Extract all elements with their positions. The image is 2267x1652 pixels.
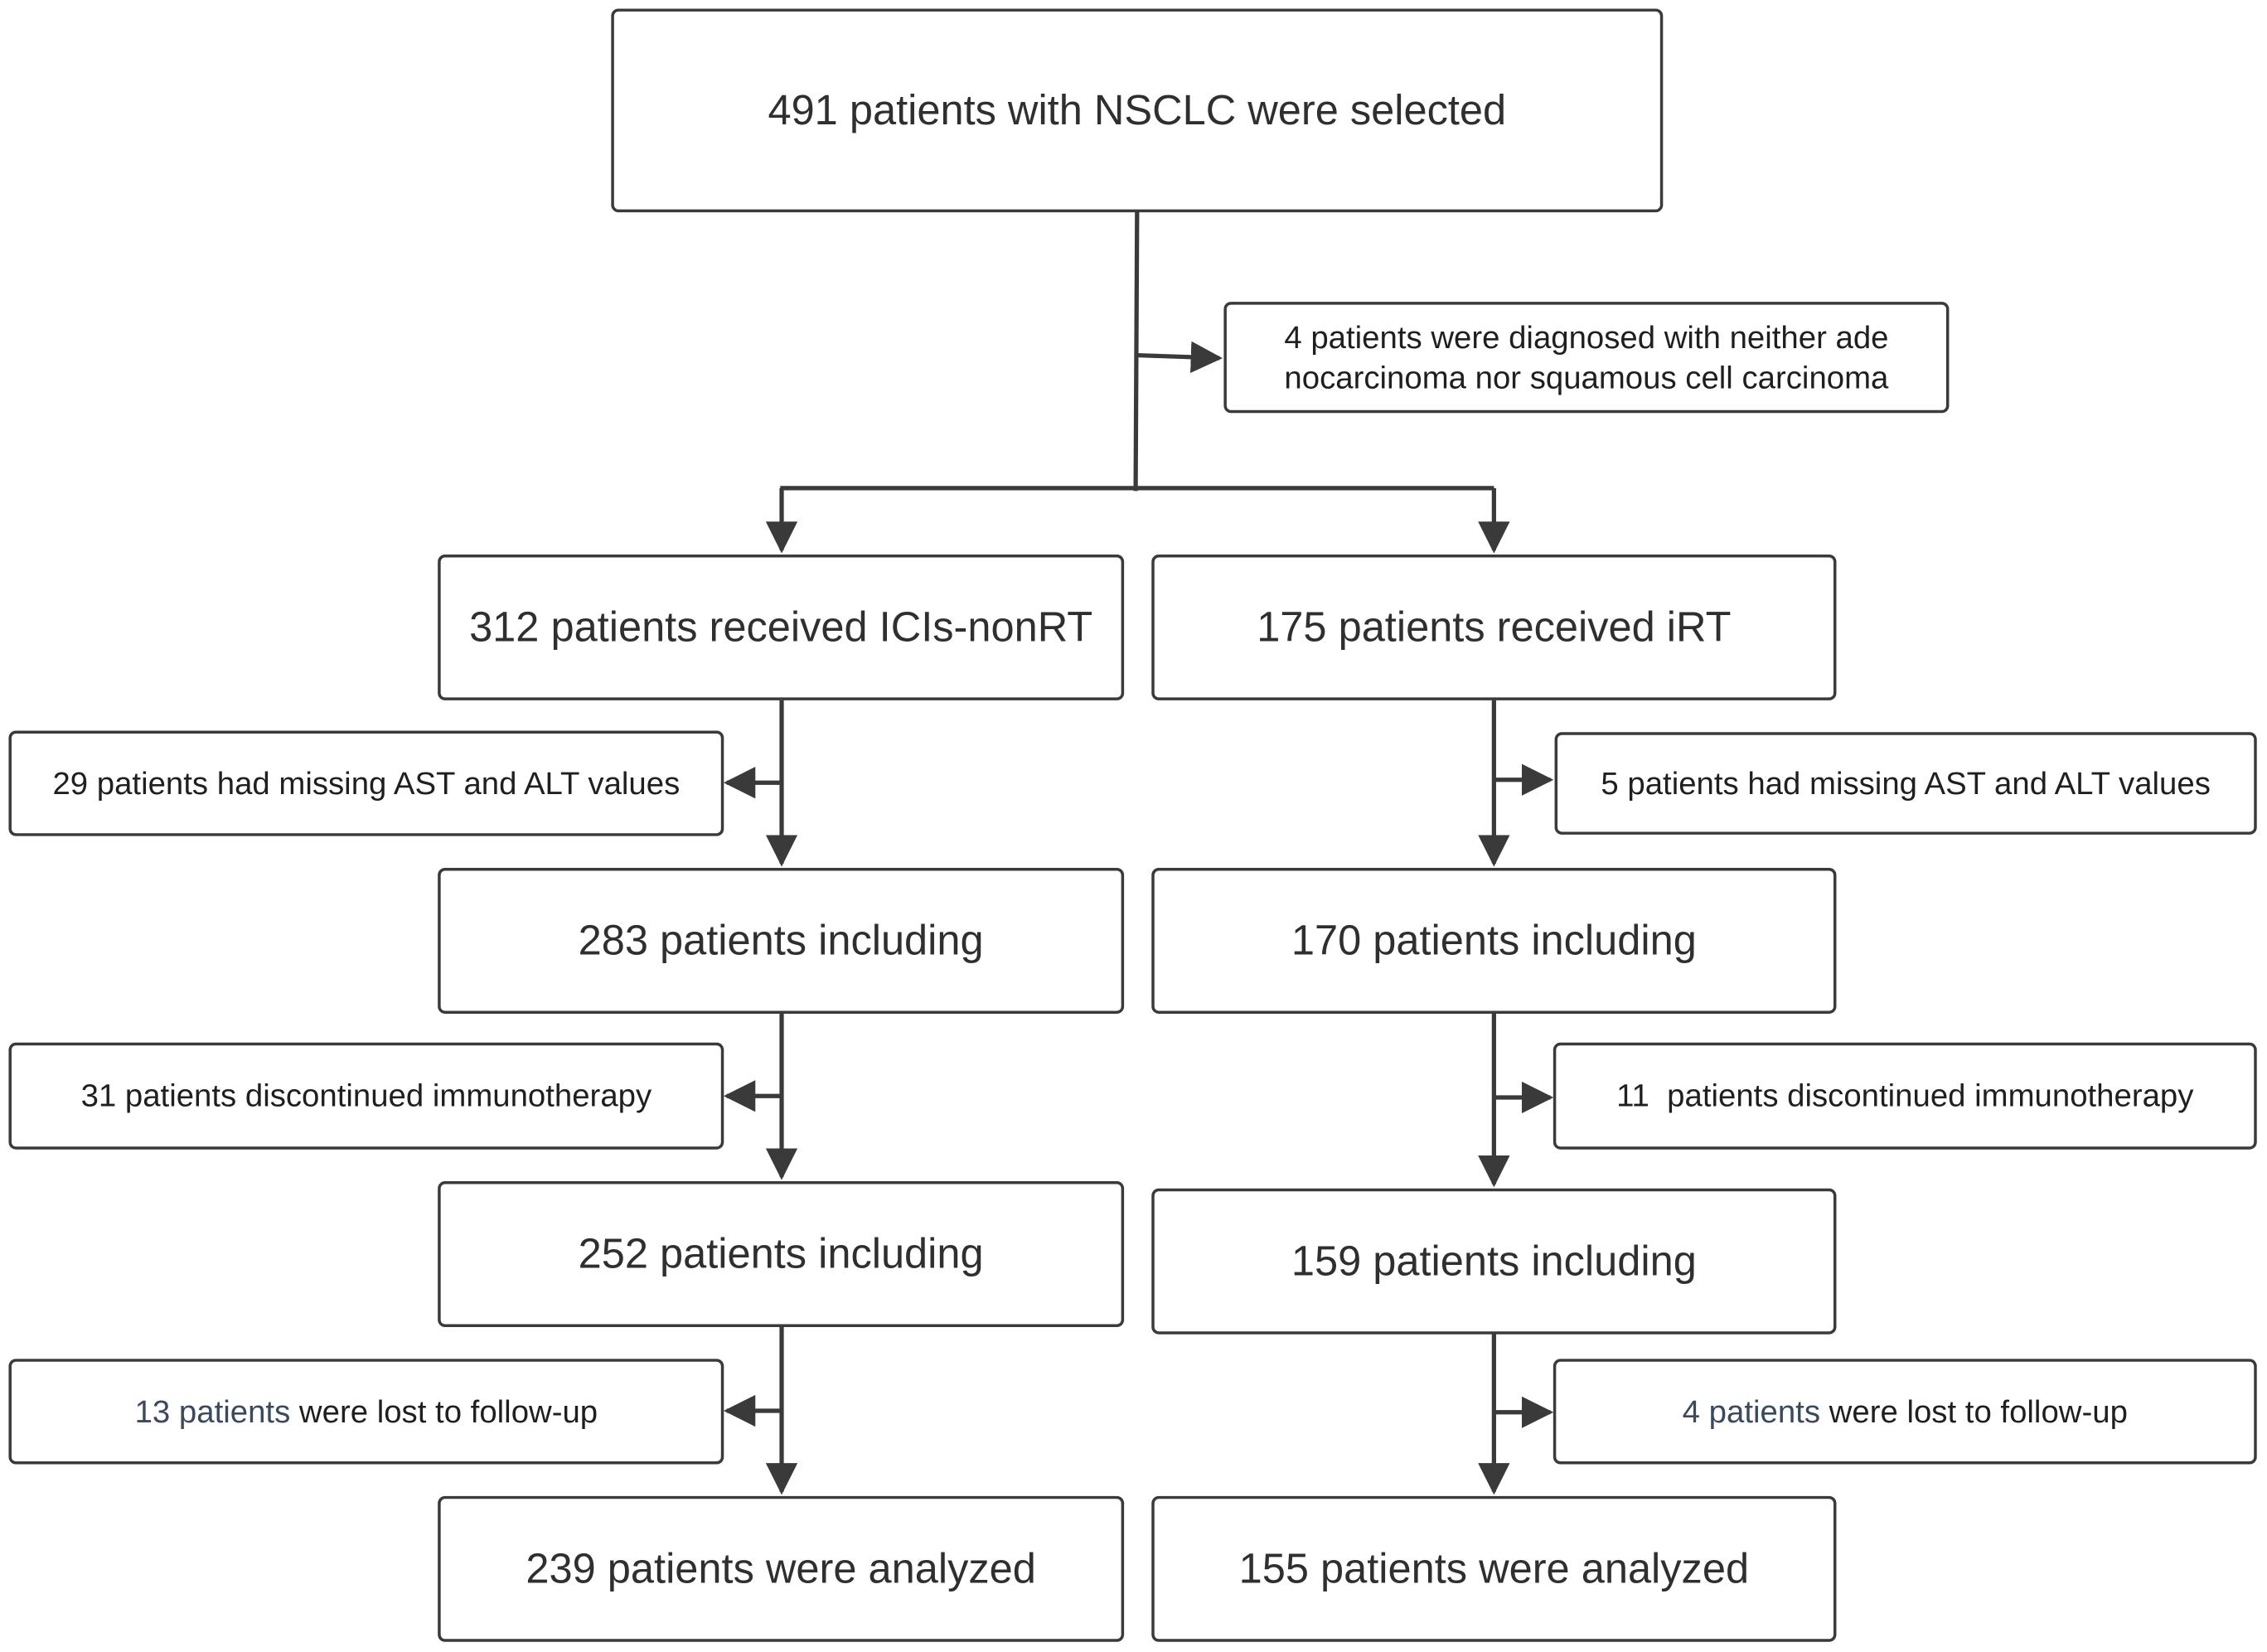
right-step-2-box: 159 patients including [1151,1188,1837,1335]
trunk-line [1133,211,1140,492]
left-step-2-box: 252 patients including [438,1181,1125,1327]
left-lost-word: patients [178,1393,291,1429]
left-final-box: 239 patients were analyzed [438,1495,1125,1642]
right-step-2-text: 159 patients including [1291,1238,1697,1285]
right-missing-labs-box: 5 patients had missing AST and ALT value… [1554,732,2257,835]
right-final-box: 155 patients were analyzed [1151,1495,1837,1642]
histology-exclusion-text: 4 patients were diagnosed with neither a… [1284,318,1889,395]
top-exclusion-arrow [1136,341,1223,373]
left-discontinued-text: 31 patients discontinued immunotherapy [80,1077,652,1114]
irt-group-box: 175 patients received iRT [1151,554,1837,700]
left-lost-followup-label: 13 patients were lost to follow-up [135,1392,598,1432]
right-step-1-text: 170 patients including [1291,918,1697,964]
left-missing-labs-text: 29 patients had missing AST and ALT valu… [52,764,681,801]
right-lost-count: 4 [1682,1393,1701,1429]
right-missing-labs-text: 5 patients had missing AST and ALT value… [1601,764,2211,801]
left-step-1-box: 283 patients including [438,868,1125,1014]
icis-nonrt-group-text: 312 patients received ICIs-nonRT [469,604,1093,651]
left-lost-rest: were lost to follow-up [298,1393,598,1429]
selected-patients-box: 491 patients with NSCLC were selected [611,8,1664,213]
right-lost-followup-box: 4 patients were lost to follow-up [1553,1359,2257,1465]
left-lost-count: 13 [134,1393,171,1429]
right-lost-rest: were lost to follow-up [1829,1393,2128,1429]
left-step-1-text: 283 patients including [578,918,984,964]
left-step-2-text: 252 patients including [578,1231,984,1277]
histology-exclusion-box: 4 patients were diagnosed with neither a… [1223,302,1950,414]
right-lost-word: patients [1708,1393,1821,1429]
right-step-1-box: 170 patients including [1151,868,1837,1014]
right-lost-followup-label: 4 patients were lost to follow-up [1683,1392,2128,1432]
irt-group-text: 175 patients received iRT [1257,604,1732,651]
icis-nonrt-group-box: 312 patients received ICIs-nonRT [438,554,1125,700]
left-missing-labs-box: 29 patients had missing AST and ALT valu… [8,730,724,836]
right-discontinued-box: 11 patients discontinued immunotherapy [1553,1042,2257,1150]
left-final-text: 239 patients were analyzed [526,1545,1036,1592]
left-lost-followup-box: 13 patients were lost to follow-up [8,1359,724,1465]
right-final-text: 155 patients were analyzed [1238,1545,1750,1592]
left-discontinued-box: 31 patients discontinued immunotherapy [8,1042,724,1150]
right-discontinued-text: 11 patients discontinued immunotherapy [1616,1077,2194,1114]
selected-patients-text: 491 patients with NSCLC were selected [768,87,1507,134]
